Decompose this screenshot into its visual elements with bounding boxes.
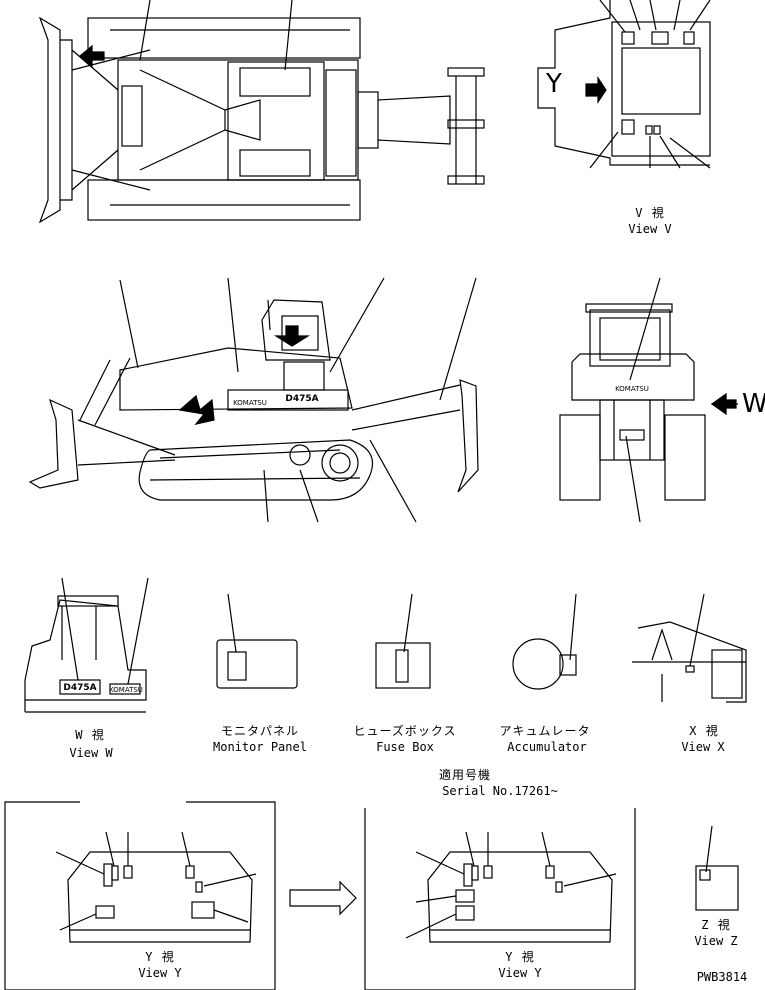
view-w-caption-en: View W bbox=[69, 746, 113, 760]
view-y-left-caption-en: View Y bbox=[138, 966, 182, 980]
view-z-caption-en: View Z bbox=[694, 934, 738, 948]
view-y-right-caption-en: View Y bbox=[498, 966, 542, 980]
side-view-direction-letter: W bbox=[742, 389, 765, 419]
view-z-drawing bbox=[695, 825, 739, 911]
top-view-drawing bbox=[38, 0, 485, 224]
side-model-badge: D475A bbox=[285, 394, 319, 404]
rear-brand-badge: KOMATSU bbox=[615, 385, 649, 393]
accumulator-caption-en: Accumulator bbox=[507, 740, 587, 754]
view-w-model-badge: D475A bbox=[63, 683, 97, 693]
view-x-caption-en: View X bbox=[681, 740, 725, 754]
view-y-left-drawing bbox=[4, 801, 276, 990]
view-v-caption-jp: V 視 bbox=[635, 206, 665, 220]
monitor-panel-drawing bbox=[216, 593, 298, 689]
view-y-right-drawing bbox=[364, 808, 636, 990]
view-y-left-caption-jp: Y 視 bbox=[145, 950, 175, 964]
monitor-panel-caption-jp: モニタパネル bbox=[220, 724, 299, 738]
accumulator-caption-jp: アキュムレータ bbox=[499, 724, 591, 738]
transition-arrow bbox=[289, 880, 357, 916]
view-x-drawing bbox=[632, 593, 747, 703]
view-w-drawing bbox=[24, 577, 149, 713]
view-v-drawing bbox=[537, 0, 711, 169]
serial-number-range: Serial No.17261~ bbox=[442, 784, 558, 798]
fuse-box-caption-en: Fuse Box bbox=[376, 740, 434, 754]
view-w-caption-jp: W 視 bbox=[75, 728, 105, 742]
serial-applicability-jp: 適用号機 bbox=[438, 768, 491, 782]
rear-view-drawing bbox=[559, 277, 738, 523]
view-v-direction-letter: Y bbox=[546, 69, 562, 99]
view-x-caption-jp: X 視 bbox=[689, 724, 719, 738]
view-z-caption-jp: Z 視 bbox=[701, 918, 731, 932]
drawing-number: PWB3814 bbox=[696, 970, 748, 984]
fuse-box-drawing bbox=[375, 593, 431, 689]
accumulator-drawing bbox=[512, 593, 577, 690]
view-y-right-caption-jp: Y 視 bbox=[505, 950, 535, 964]
monitor-panel-caption-en: Monitor Panel bbox=[213, 740, 307, 754]
side-brand-badge: KOMATSU bbox=[233, 399, 267, 407]
fuse-box-caption-jp: ヒューズボックス bbox=[353, 724, 457, 738]
view-v-caption-en: View V bbox=[628, 222, 672, 236]
side-view-drawing bbox=[28, 277, 479, 523]
view-w-brand-badge: KOMATSU bbox=[109, 686, 143, 694]
